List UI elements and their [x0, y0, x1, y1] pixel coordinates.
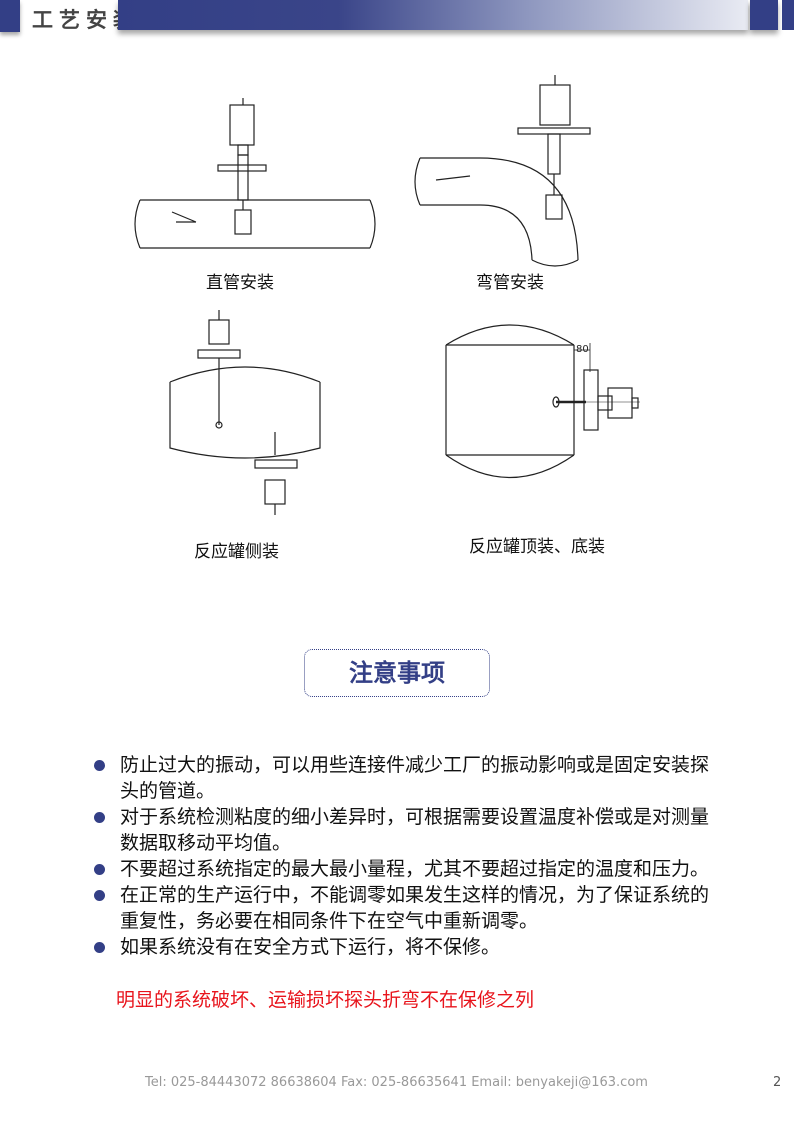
caption-straight-pipe: 直管安装	[206, 273, 274, 293]
page-title: 工艺安装	[32, 8, 140, 32]
item-text: 对于系统检测粘度的细小差异时，可根据需要设置温度补偿或是对测量数据取移动平均值。	[120, 806, 710, 854]
header-accent-right-2	[782, 0, 794, 30]
footer-contact: Tel: 025-84443072 86638604 Fax: 025-8663…	[145, 1075, 648, 1090]
list-item: 对于系统检测粘度的细小差异时，可根据需要设置温度补偿或是对测量数据取移动平均值。	[92, 804, 712, 856]
list-item: 如果系统没有在安全方式下运行，将不保修。	[92, 934, 712, 960]
page-number: 2	[773, 1075, 782, 1090]
item-text: 防止过大的振动，可以用些连接件减少工厂的振动影响或是固定安装探头的管道。	[120, 754, 710, 802]
header-accent-right	[750, 0, 778, 30]
dimension-label: 80	[576, 344, 589, 355]
bullet-icon	[94, 864, 105, 875]
caption-tank-side: 反应罐侧装	[194, 542, 279, 562]
caption-bent-pipe: 弯管安装	[476, 273, 544, 293]
tank-top-bottom-diagram	[445, 324, 640, 478]
bent-pipe-diagram	[414, 75, 591, 267]
straight-pipe-diagram	[134, 98, 376, 249]
bullet-icon	[94, 942, 105, 953]
header-accent	[0, 0, 20, 32]
item-text: 如果系统没有在安全方式下运行，将不保修。	[120, 936, 501, 958]
list-item: 在正常的生产运行中，不能调零如果发生这样的情况，为了保证系统的重复性，务必要在相…	[92, 882, 712, 934]
header-bar	[118, 0, 748, 30]
bullet-icon	[94, 890, 105, 901]
installation-diagrams: 80	[134, 75, 640, 515]
notice-list: 防止过大的振动，可以用些连接件减少工厂的振动影响或是固定安装探头的管道。 对于系…	[92, 752, 712, 960]
tank-side-diagram	[169, 310, 321, 515]
bullet-icon	[94, 760, 105, 771]
bullet-icon	[94, 812, 105, 823]
item-text: 在正常的生产运行中，不能调零如果发生这样的情况，为了保证系统的重复性，务必要在相…	[120, 884, 710, 932]
list-item: 防止过大的振动，可以用些连接件减少工厂的振动影响或是固定安装探头的管道。	[92, 752, 712, 804]
warranty-warning: 明显的系统破坏、运输损坏探头折弯不在保修之列	[116, 989, 535, 1011]
list-item: 不要超过系统指定的最大最小量程，尤其不要超过指定的温度和压力。	[92, 856, 712, 882]
item-text: 不要超过系统指定的最大最小量程，尤其不要超过指定的温度和压力。	[120, 858, 710, 880]
notice-heading: 注意事项	[304, 649, 490, 697]
caption-tank-top-bottom: 反应罐顶装、底装	[469, 537, 605, 557]
